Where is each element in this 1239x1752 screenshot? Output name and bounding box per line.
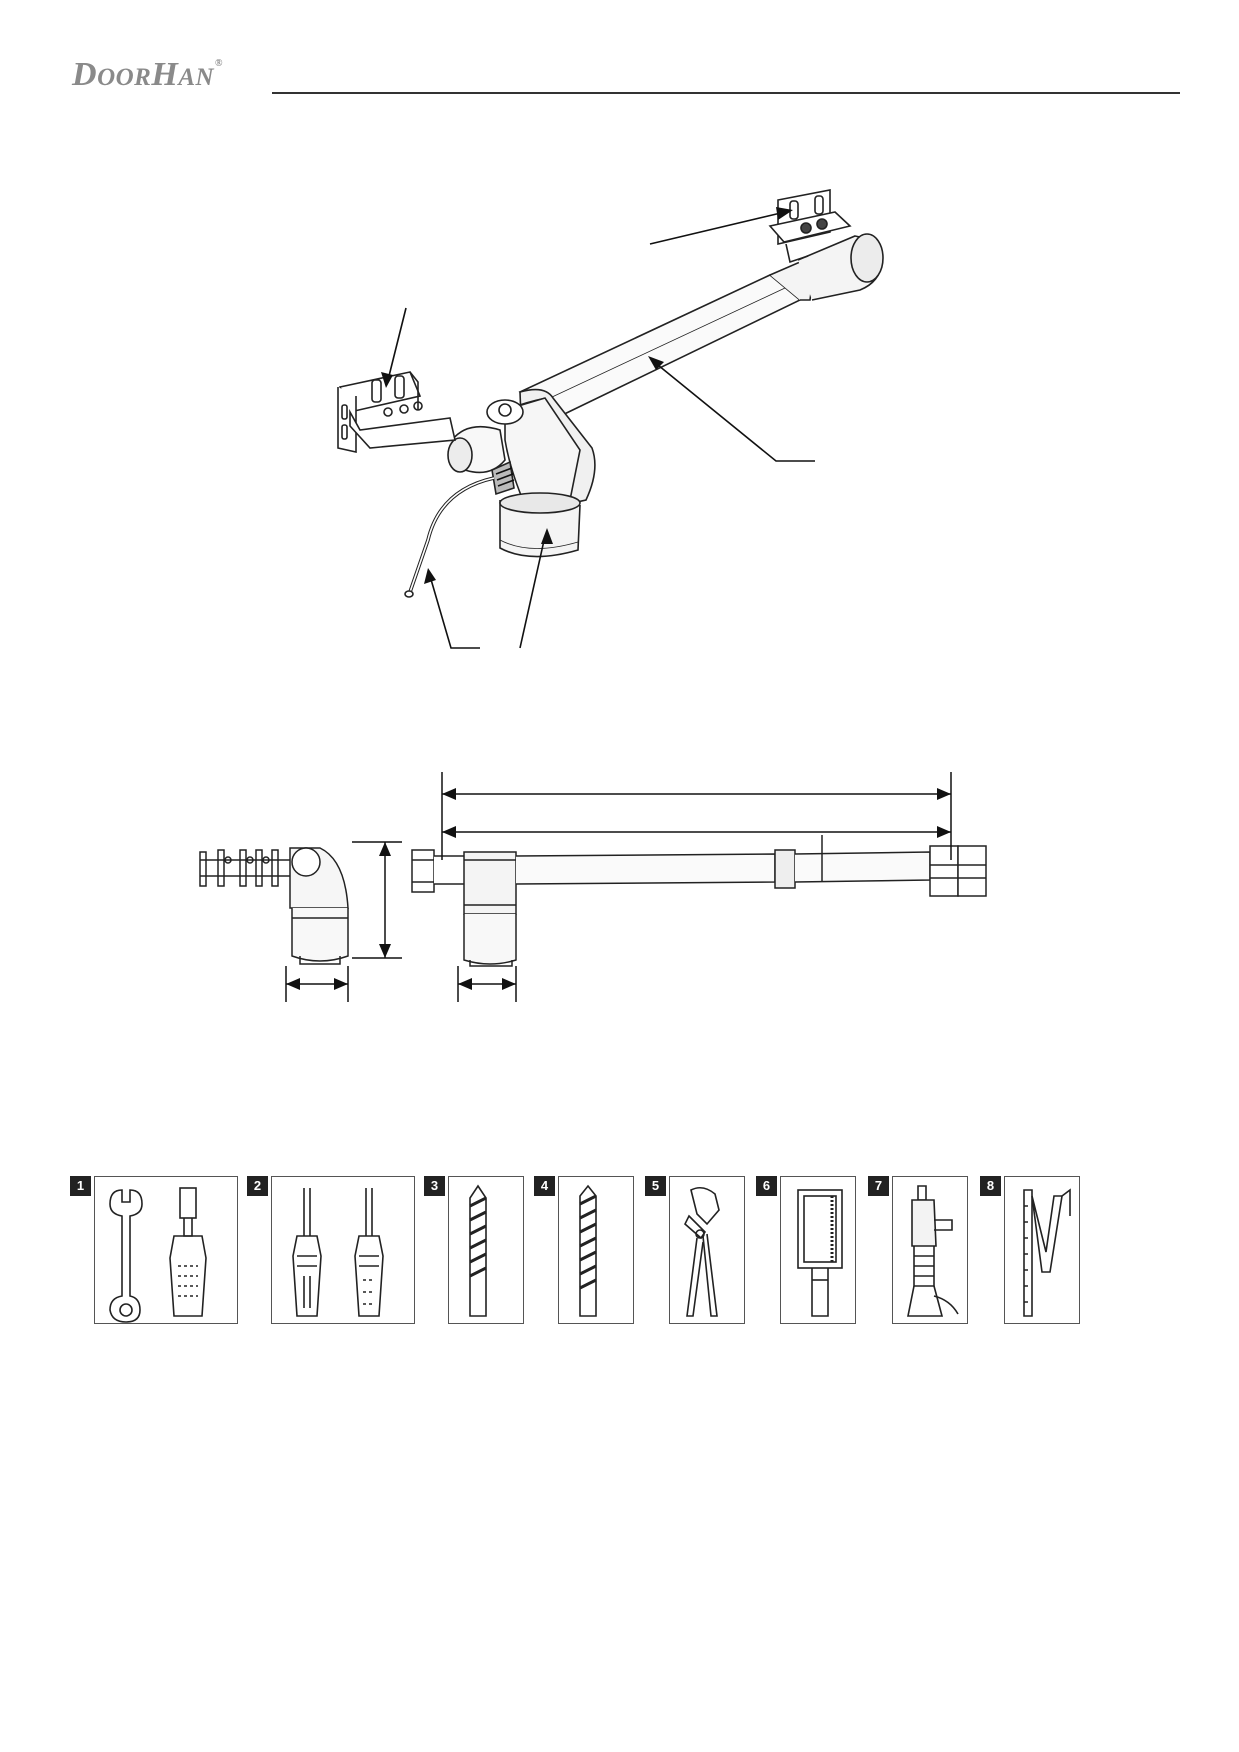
tool-number: 4 [534,1176,555,1196]
hacksaw-icon [797,1189,843,1317]
power-drill-icon [907,1185,959,1317]
logo-letter: H [151,56,179,93]
tool-number: 5 [645,1176,666,1196]
tool-frame [94,1176,238,1324]
tool-1: 1 [70,1176,238,1324]
tool-5: 5 [645,1176,745,1324]
tool-number: 6 [756,1176,777,1196]
header-rule [272,92,1180,94]
tool-3: 3 [424,1176,524,1324]
registered-mark: ® [215,58,224,69]
tool-frame [780,1176,856,1324]
wrench-and-socket-driver-icon [109,1187,207,1323]
tool-number: 3 [424,1176,445,1196]
tool-number: 7 [868,1176,889,1196]
logo-letters: OOR [97,64,152,91]
tool-7: 7 [868,1176,968,1324]
drill-bit-icon [579,1184,597,1317]
logo-letter: D [72,56,98,93]
tool-6: 6 [756,1176,856,1324]
logo-letters: AN [178,64,215,91]
doorhan-logo: DOORHAN® [72,56,223,94]
tool-2: 2 [247,1176,415,1324]
tool-8: 8 [980,1176,1080,1324]
tool-number: 8 [980,1176,1001,1196]
pliers-icon [684,1186,720,1317]
tool-number: 2 [247,1176,268,1196]
screwdrivers-icon [292,1188,384,1317]
actuator-perspective-drawing [337,189,884,649]
drill-bit-icon [469,1184,487,1317]
folding-ruler-icon [1023,1188,1071,1317]
actuator-dimension-drawing [199,772,987,1002]
tool-frame [1004,1176,1080,1324]
tool-number: 1 [70,1176,91,1196]
tool-4: 4 [534,1176,634,1324]
tool-frame [669,1176,745,1324]
